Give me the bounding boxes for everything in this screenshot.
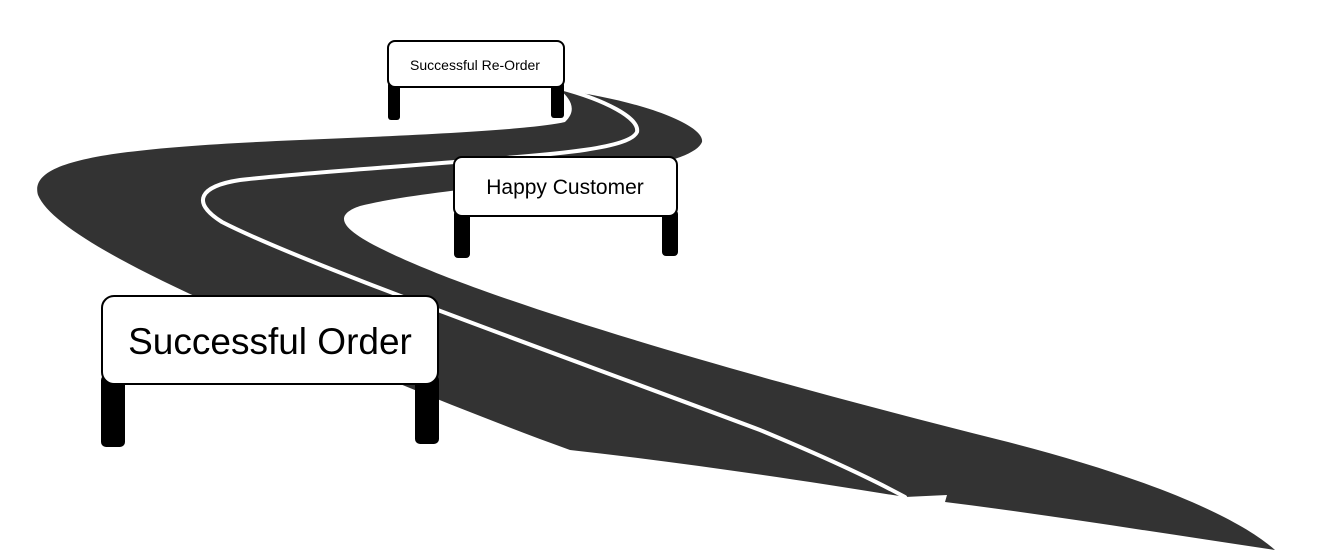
sign-post-right: [662, 210, 678, 256]
sign-successful-order: Successful Order: [101, 295, 439, 447]
road: [37, 90, 1275, 550]
sign-post-right: [551, 82, 564, 118]
sign-post-right: [415, 375, 439, 444]
sign-board: [387, 40, 565, 88]
lane-marking: [201, 86, 907, 499]
sign-label: Successful Re-Order: [410, 57, 540, 73]
sign-board: [101, 295, 439, 385]
sign-label: Happy Customer: [486, 176, 644, 199]
sign-label: Successful Order: [128, 321, 412, 362]
sign-successful-reorder: Successful Re-Order: [387, 40, 565, 120]
sign-happy-customer: Happy Customer: [453, 156, 678, 258]
sign-post-left: [388, 82, 400, 120]
sign-post-left: [101, 375, 125, 447]
sign-board: [453, 156, 678, 217]
sign-post-left: [454, 210, 470, 258]
